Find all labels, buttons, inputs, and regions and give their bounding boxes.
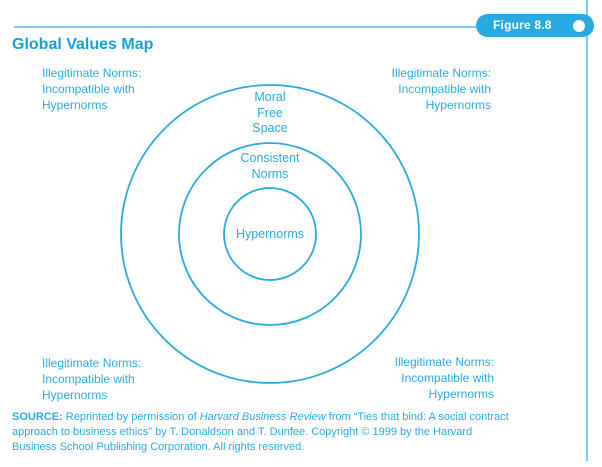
figure-number-label: Figure 8.8 (493, 18, 552, 32)
figure-number-badge: Figure 8.8 (476, 14, 594, 37)
figure-title: Global Values Map (12, 36, 154, 53)
source-text-part2: from “Ties that bind: A social contract … (12, 411, 509, 453)
inner-circle-hypernorms (223, 187, 317, 281)
outer-circle-moral-free-space (120, 84, 420, 384)
source-label: SOURCE: (12, 411, 63, 423)
middle-circle-label: Consistent Norms (240, 151, 300, 181)
corner-label-bottom-left: Illegitimate Norms: Incompatible with Hy… (42, 356, 142, 402)
outer-circle-label: Moral Free Space (252, 90, 288, 135)
badge-dot-icon (573, 19, 585, 32)
source-text-part1: Reprinted by permission of (65, 411, 197, 423)
middle-circle-consistent-norms (178, 142, 362, 326)
corner-label-bottom-right: Illegitimate Norms: Incompatible with Hy… (394, 355, 494, 401)
right-divider-rule (586, 0, 588, 461)
corner-label-top-right: Illegitimate Norms: Incompatible with Hy… (391, 66, 491, 112)
source-attribution: SOURCE: Reprinted by permission of Harva… (12, 410, 514, 455)
inner-circle-label: Hypernorms (235, 227, 305, 241)
source-journal-name: Harvard Business Review (199, 411, 326, 423)
corner-label-top-left: Illegitimate Norms: Incompatible with Hy… (42, 66, 142, 112)
top-divider-rule (14, 26, 477, 28)
